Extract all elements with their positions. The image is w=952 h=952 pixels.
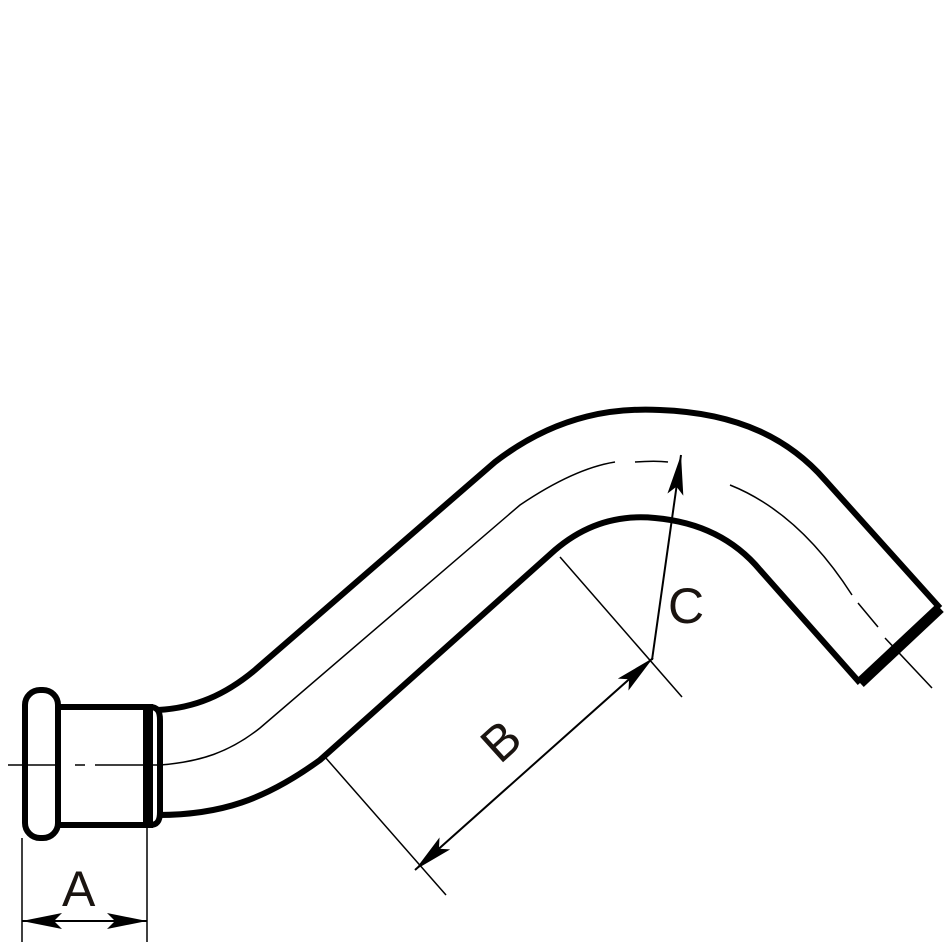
- dimension-b: [324, 556, 683, 896]
- centerline: [8, 460, 933, 766]
- dimension-a: [21, 828, 148, 942]
- dimension-c: [651, 454, 684, 661]
- dimension-label-a: A: [62, 861, 96, 917]
- dimension-label-c: C: [668, 578, 704, 634]
- dimension-label-b: B: [470, 709, 532, 773]
- fitting: [22, 687, 163, 841]
- pipe-outline: [157, 406, 944, 818]
